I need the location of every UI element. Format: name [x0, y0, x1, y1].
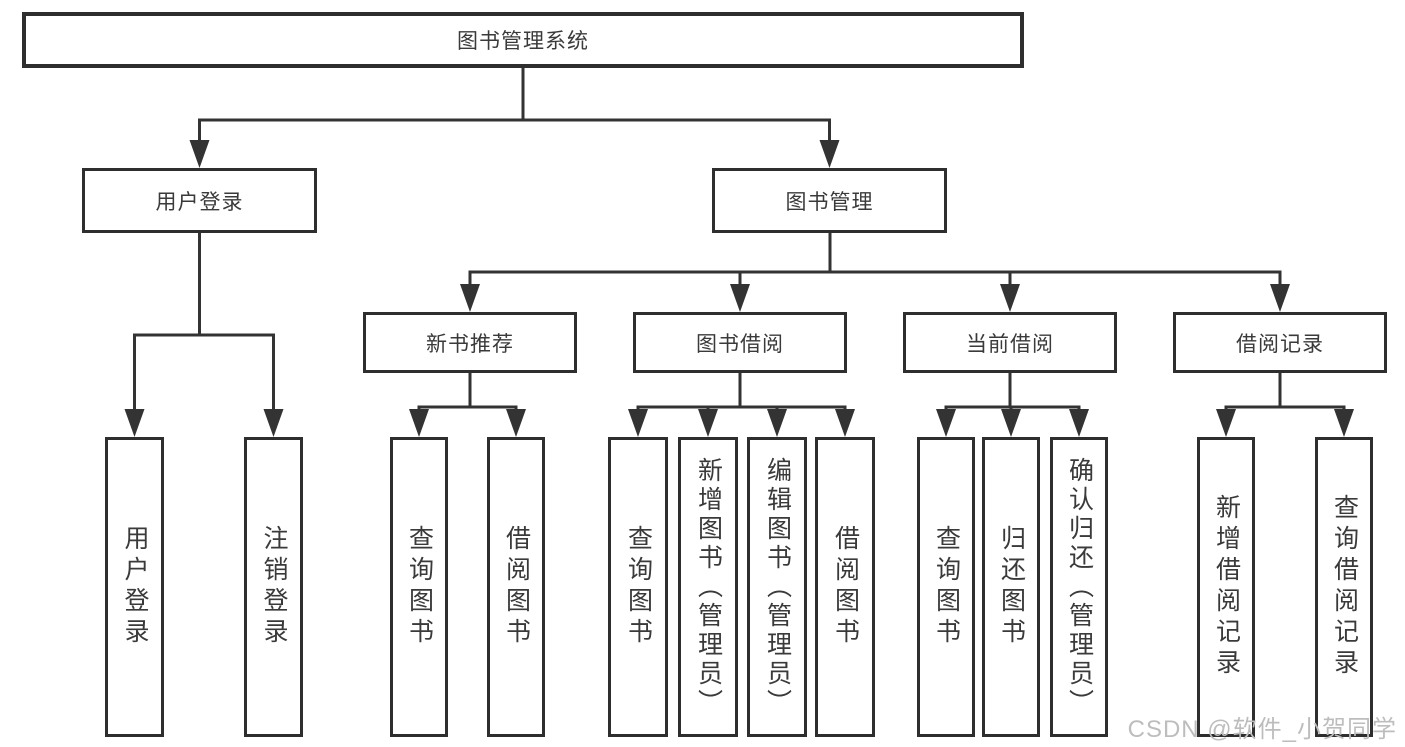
leaf-borrow-books-recommend: 借阅图书 [487, 437, 545, 737]
leaf-add-borrow-record: 新增借阅记录 [1197, 437, 1255, 737]
arrowhead [767, 409, 787, 437]
arrowhead [730, 284, 750, 312]
arrowhead [506, 409, 526, 437]
node-label: 图书借阅 [696, 332, 784, 356]
leaf-return-books: 归还图书 [982, 437, 1040, 737]
leaf-label: 确认归还（管理员） [1065, 456, 1094, 718]
connector-user-login-to-leaves [133, 233, 275, 413]
leaf-label: 归还图书 [997, 525, 1026, 649]
arrowhead [628, 409, 648, 437]
leaf-label: 借阅图书 [831, 525, 860, 649]
node-label: 图书管理系统 [457, 30, 589, 53]
arrowhead [698, 409, 718, 437]
node-book-borrowing: 图书借阅 [633, 312, 847, 373]
node-new-book-recommend: 新书推荐 [363, 312, 577, 373]
node-label: 借阅记录 [1236, 332, 1324, 356]
arrowhead [409, 409, 429, 437]
arrowhead [124, 409, 145, 437]
leaf-borrow-books: 借阅图书 [815, 437, 875, 737]
connector-current-borrow-to-leaves [944, 373, 1081, 413]
leaf-logout: 注销登录 [244, 437, 303, 737]
leaf-label: 查询借阅记录 [1330, 494, 1359, 680]
node-current-borrowing: 当前借阅 [903, 312, 1117, 373]
leaf-label: 查询图书 [932, 525, 961, 649]
leaf-confirm-return-admin: 确认归还（管理员） [1050, 437, 1108, 737]
leaf-edit-books-admin: 编辑图书（管理员） [747, 437, 807, 737]
node-book-management: 图书管理 [712, 168, 947, 233]
connector-book-borrow-to-leaves [636, 373, 847, 413]
leaf-add-books-admin: 新增图书（管理员） [678, 437, 738, 737]
leaf-label: 新增图书（管理员） [694, 456, 723, 718]
node-label: 当前借阅 [966, 332, 1054, 356]
connector-records-to-leaves [1224, 373, 1346, 413]
arrowhead [936, 409, 956, 437]
arrowhead [1270, 284, 1290, 312]
node-label: 新书推荐 [426, 332, 514, 356]
leaf-query-books-current: 查询图书 [917, 437, 975, 737]
node-library-system: 图书管理系统 [22, 12, 1024, 68]
leaf-label: 借阅图书 [502, 525, 531, 649]
connector-new-book-to-leaves [417, 373, 518, 413]
leaf-query-books-recommend: 查询图书 [390, 437, 448, 737]
leaf-label: 注销登录 [260, 525, 288, 649]
leaf-label: 用户登录 [121, 525, 149, 649]
leaf-label: 查询图书 [624, 525, 653, 649]
leaf-user-login: 用户登录 [105, 437, 164, 737]
node-label: 用户登录 [155, 190, 244, 214]
arrowhead [835, 409, 855, 437]
arrowhead [460, 284, 480, 312]
leaf-query-borrow-record: 查询借阅记录 [1315, 437, 1373, 737]
arrowhead [1334, 409, 1354, 437]
node-user-login: 用户登录 [82, 168, 317, 233]
node-borrowing-records: 借阅记录 [1173, 312, 1387, 373]
node-label: 图书管理 [785, 190, 874, 214]
leaf-label: 编辑图书（管理员） [763, 456, 792, 718]
arrowhead [189, 140, 210, 168]
arrowhead [1001, 409, 1021, 437]
arrowhead [819, 140, 840, 168]
connector-root-to-level2 [198, 68, 831, 144]
connector-book-mgmt-to-level3 [468, 233, 1282, 288]
arrowhead [1216, 409, 1236, 437]
leaf-label: 查询图书 [405, 525, 434, 649]
watermark: CSDN @软件_小贺同学 [1127, 716, 1397, 743]
arrowhead [1000, 284, 1020, 312]
leaf-query-books-borrow: 查询图书 [608, 437, 668, 737]
leaf-label: 新增借阅记录 [1212, 494, 1241, 680]
arrowhead [263, 409, 284, 437]
arrowhead [1069, 409, 1089, 437]
